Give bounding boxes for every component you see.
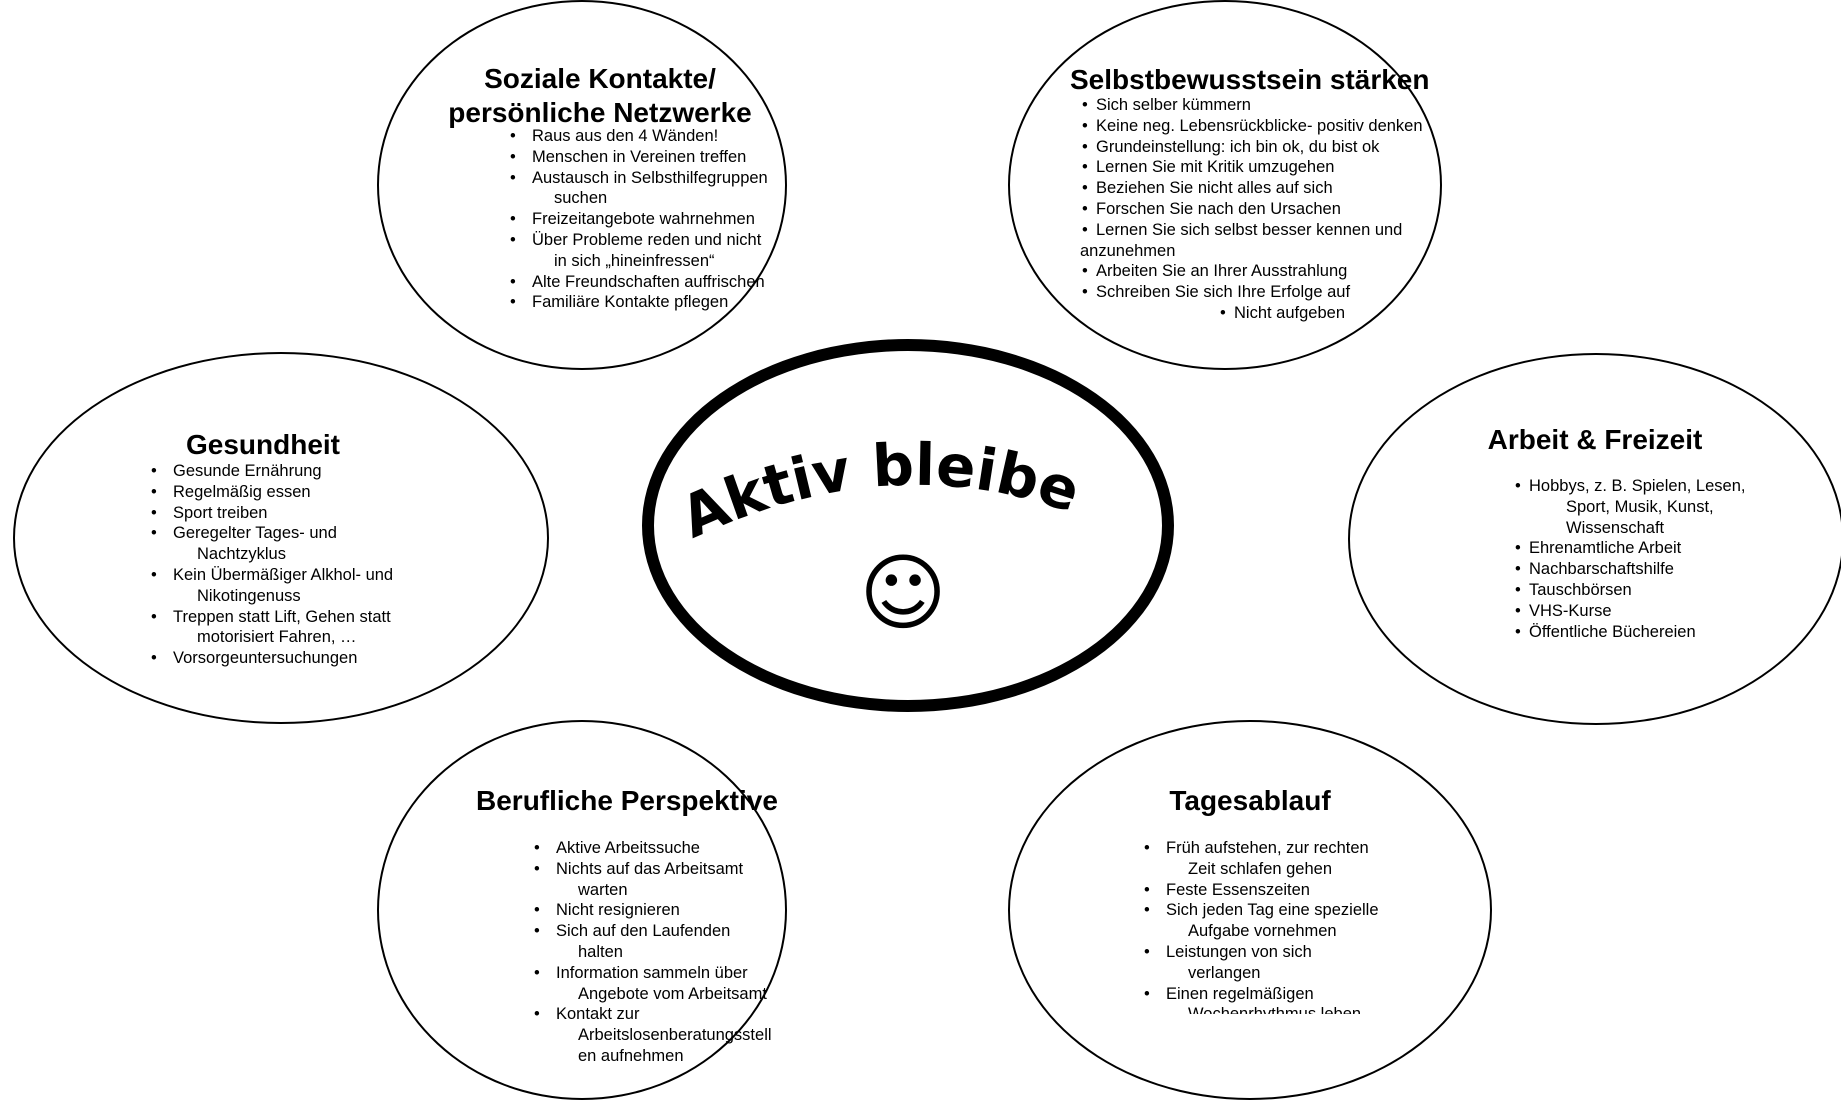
list-item: Nicht resignieren xyxy=(534,900,804,921)
list-item: Lernen Sie sich selbst besser kennen und… xyxy=(1080,220,1460,262)
soziale-kontakte-title: Soziale Kontakte/ persönliche Netzwerke xyxy=(448,63,752,128)
list-item: Tauschbörsen xyxy=(1513,580,1813,601)
list-item: Beziehen Sie nicht alles auf sich xyxy=(1080,178,1460,199)
list-item: Sport treiben xyxy=(151,503,451,524)
list-item: Hobbys, z. B. Spielen, Lesen,Sport, Musi… xyxy=(1513,476,1813,538)
list-item: VHS-Kurse xyxy=(1513,601,1813,622)
list-item: Aktive Arbeitssuche xyxy=(534,838,804,859)
list-item: Forschen Sie nach den Ursachen xyxy=(1080,199,1460,220)
center-ellipse xyxy=(642,339,1174,712)
tagesablauf-title: Tagesablauf xyxy=(1169,785,1331,816)
list-item: Feste Essenszeiten xyxy=(1144,880,1444,901)
berufliche-perspektive-list: Aktive Arbeitssuche Nichts auf das Arbei… xyxy=(534,838,804,1067)
gesundheit-list: Gesunde Ernährung Regelmäßig essen Sport… xyxy=(151,461,451,669)
list-item: Kein Übermäßiger Alkhol- undNikotingenus… xyxy=(151,565,451,607)
list-item: Nachbarschaftshilfe xyxy=(1513,559,1813,580)
soziale-kontakte-section: Soziale Kontakte/ persönliche Netzwerke xyxy=(430,62,820,130)
arbeit-freizeit-title: Arbeit & Freizeit xyxy=(1487,424,1703,455)
gesundheit-title: Gesundheit xyxy=(185,429,340,460)
list-item: Raus aus den 4 Wänden! xyxy=(510,126,810,147)
selbstbewusstsein-title: Selbstbewusstsein stärken xyxy=(1070,64,1430,95)
list-item: Treppen statt Lift, Gehen stattmotorisie… xyxy=(151,607,451,649)
list-item: Sich selber kümmern xyxy=(1080,95,1460,116)
list-item: Schreiben Sie sich Ihre Erfolge auf xyxy=(1080,282,1460,303)
smiley-icon: ☺ xyxy=(859,544,947,642)
list-item: Einen regelmäßigenWochenrhythmus leben xyxy=(1144,984,1444,1014)
soziale-kontakte-list: Raus aus den 4 Wänden! Menschen in Verei… xyxy=(510,126,810,313)
list-item: Kontakt zurArbeitslosenberatungsstellen … xyxy=(534,1004,804,1066)
list-item: Ehrenamtliche Arbeit xyxy=(1513,538,1813,559)
list-item: Lernen Sie mit Kritik umzugehen xyxy=(1080,157,1460,178)
list-item: Öffentliche Büchereien xyxy=(1513,622,1813,643)
list-item: Alte Freundschaften auffrischen xyxy=(510,272,810,293)
list-item: Nicht aufgeben xyxy=(1218,303,1460,324)
selbstbewusstsein-list: Sich selber kümmern Keine neg. Lebensrüc… xyxy=(1080,95,1460,324)
list-item: Regelmäßig essen xyxy=(151,482,451,503)
list-item: Vorsorgeuntersuchungen xyxy=(151,648,451,669)
list-item: Familiäre Kontakte pflegen xyxy=(510,292,810,313)
list-item: Gesunde Ernährung xyxy=(151,461,451,482)
arbeit-freizeit-list: Hobbys, z. B. Spielen, Lesen,Sport, Musi… xyxy=(1513,476,1813,642)
berufliche-perspektive-title: Berufliche Perspektive xyxy=(476,785,778,816)
list-item: Arbeiten Sie an Ihrer Ausstrahlung xyxy=(1080,261,1460,282)
list-item: Keine neg. Lebensrückblicke- positiv den… xyxy=(1080,116,1460,137)
list-item: Grundeinstellung: ich bin ok, du bist ok xyxy=(1080,137,1460,158)
list-item: Menschen in Vereinen treffen xyxy=(510,147,810,168)
list-item: Freizeitangebote wahrnehmen xyxy=(510,209,810,230)
